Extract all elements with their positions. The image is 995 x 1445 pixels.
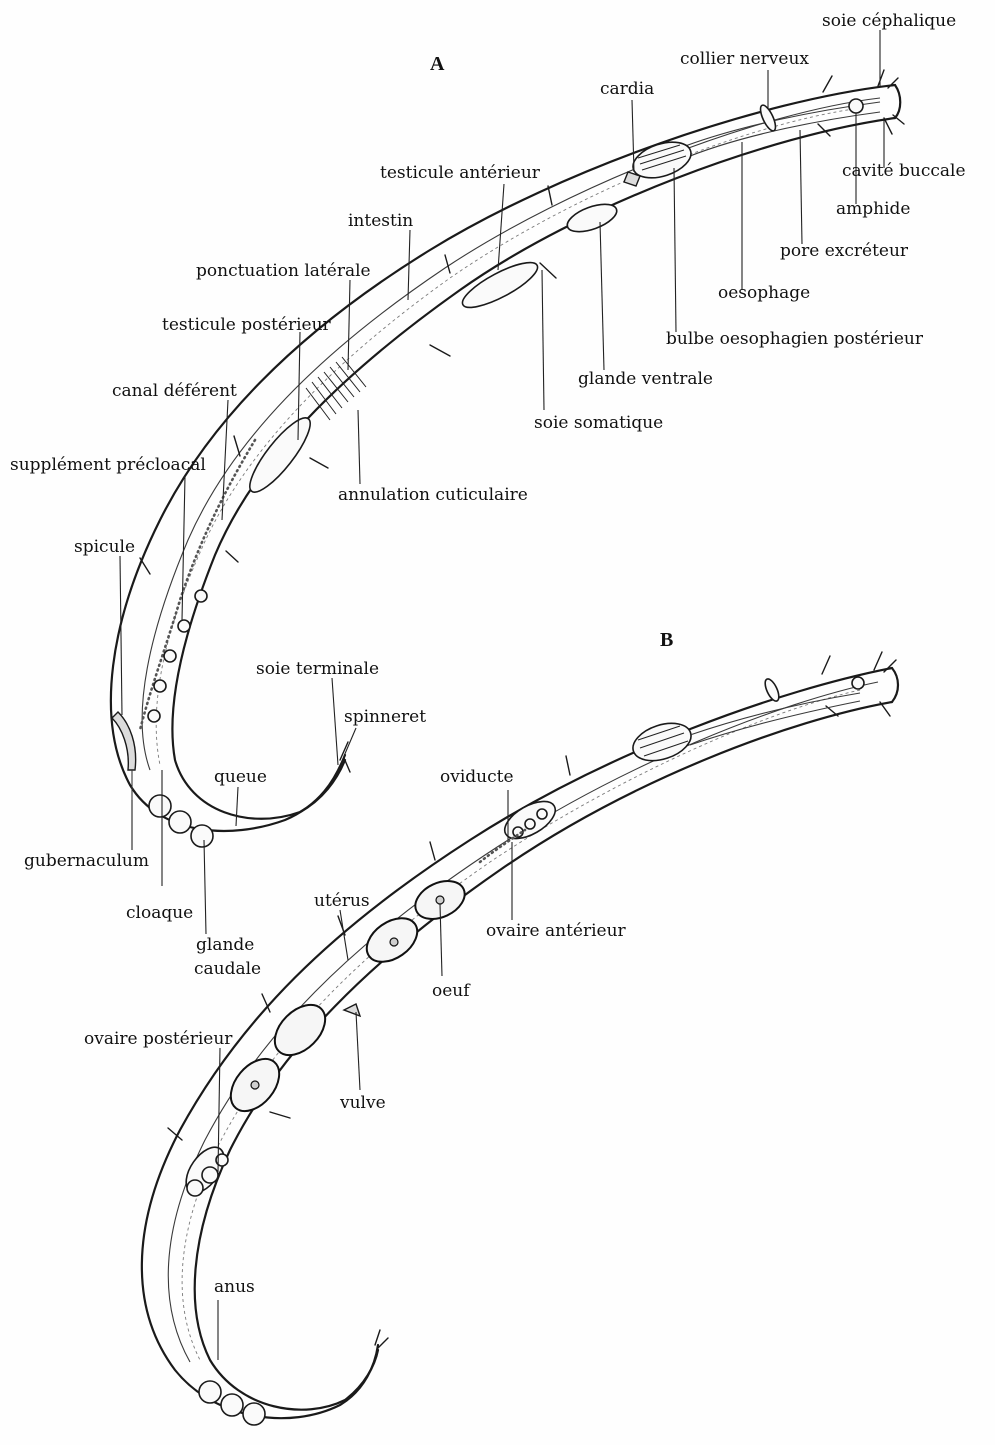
posterior-testis-a (241, 411, 318, 500)
label-oesophage: oesophage (718, 283, 810, 303)
oesophageal-bulb-b (628, 693, 860, 767)
caudal-glands-b (199, 1381, 265, 1425)
posterior-ovary-b (179, 1141, 232, 1200)
panel-label-b: B (660, 629, 673, 651)
label-anus: anus (214, 1277, 255, 1297)
label-soie-somatique: soie somatique (534, 413, 663, 433)
label-oviducte: oviducte (440, 767, 514, 787)
caudal-glands-a (149, 795, 213, 847)
label-ovaire-posterieur: ovaire postérieur (84, 1029, 233, 1049)
head-organs-b (762, 652, 896, 716)
label-canal-deferent: canal déférent (112, 381, 237, 401)
label-testicule-anterieur: testicule antérieur (380, 163, 541, 183)
label-spicule: spicule (74, 537, 135, 557)
label-queue: queue (214, 767, 267, 787)
label-soie-terminale: soie terminale (256, 659, 379, 679)
ventral-gland-a (564, 199, 620, 237)
label-cavite-buccale: cavité buccale (842, 161, 966, 181)
vulva-shape-b (344, 1004, 360, 1016)
label-vulve: vulve (339, 1093, 386, 1113)
label-annulation-cuticulaire: annulation cuticulaire (338, 485, 528, 505)
panel-label-a: A (430, 53, 445, 75)
label-cardia: cardia (600, 79, 654, 99)
label-ponctuation-laterale: ponctuation latérale (196, 261, 371, 281)
amphide-circle-a (849, 99, 863, 113)
label-glande-caudale-2: caudale (194, 959, 261, 979)
label-intestin: intestin (348, 211, 413, 231)
label-glande-ventrale: glande ventrale (578, 369, 713, 389)
male-nematode-body (111, 85, 900, 831)
label-bulbe-oesophagien: bulbe oesophagien postérieur (666, 329, 924, 349)
label-supplement-precloacal: supplément précloacal (10, 455, 206, 475)
label-ovaire-anterieur: ovaire antérieur (486, 921, 627, 941)
label-testicule-posterieur: testicule postérieur (162, 315, 332, 335)
anterior-ovary-b (480, 794, 561, 862)
label-soie-cephalique: soie céphalique (822, 11, 956, 31)
label-gubernaculum: gubernaculum (24, 851, 149, 871)
label-oeuf: oeuf (432, 981, 471, 1001)
head-organs-a (818, 70, 904, 136)
label-spinneret: spinneret (344, 707, 426, 727)
label-uterus: utérus (314, 891, 370, 911)
somatic-setae-b (168, 756, 570, 1348)
label-glande-caudale-1: glande (196, 935, 254, 955)
label-amphide: amphide (836, 199, 910, 219)
label-collier-nerveux: collier nerveux (680, 49, 809, 69)
label-cloaque: cloaque (126, 903, 193, 923)
label-pore-excreteur: pore excréteur (780, 241, 909, 261)
